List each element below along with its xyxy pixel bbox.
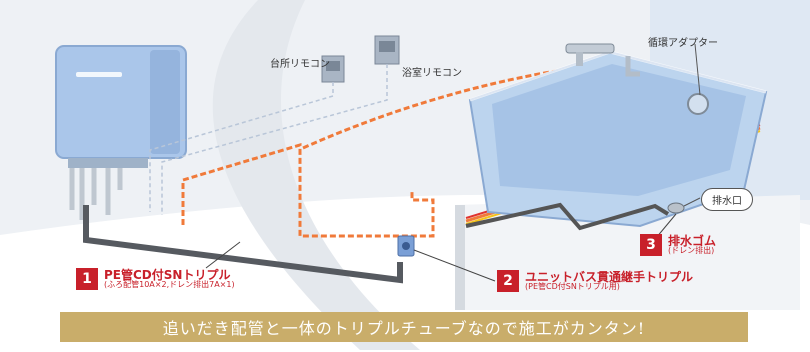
faucet [565,43,640,77]
kitchen-remote-label: 台所リモコン [270,59,330,70]
floor-slab [455,195,800,310]
callout-2-leader [413,249,496,282]
bottom-banner: 追いだき配管と一体のトリプルチューブなので施工がカンタン! [60,312,748,342]
callout-2-subtitle: (PE管CD付SNトリプル用) [525,282,620,292]
bath-remote-label: 浴室リモコン [402,68,462,79]
callout-2: 2 ユニットバス貫通継手トリプル (PE管CD付SNトリプル用) [497,270,693,292]
penetration-joint [397,235,415,257]
under-tub-pipe [465,202,670,231]
callout-3-number: 3 [640,234,662,256]
callout-1: 1 PE管CD付SNトリプル (ふろ配管10A×2,ドレン排出7A×1) [76,268,235,290]
callout-3: 3 排水ゴム (ドレン排出) [640,234,716,256]
callout-2-number: 2 [497,270,519,292]
floor-edge [455,205,465,310]
callout-2-title: ユニットバス貫通継手トリプル [525,269,694,284]
callout-1-leader [205,241,241,269]
adapter-leader [694,43,701,96]
wall-curve [212,0,420,350]
callout-3-subtitle: (ドレン排出) [668,246,715,256]
adapter-device [687,93,709,115]
callout-1-subtitle: (ふろ配管10A×2,ドレン排出7A×1) [104,280,235,290]
circulation-adapter-label: 循環アダプター [648,38,718,49]
callout-1-number: 1 [76,268,98,290]
drain-leader [683,197,701,207]
callout-1-title: PE管CD付SNトリプル [104,267,231,282]
bath-remote-device [374,35,400,65]
orange-pipe-upper [302,66,576,150]
kitchen-remote-cable [149,82,334,212]
callout-3-title: 排水ゴム [668,233,717,248]
heater-pipes [69,168,123,220]
triple-tube-main [83,205,403,284]
orange-pipe-route [181,142,435,238]
drain-rubber-device [667,202,685,214]
drain-port-label: 排水口 [701,188,753,211]
water-heater [55,45,187,168]
bath-remote-cable [161,64,388,215]
